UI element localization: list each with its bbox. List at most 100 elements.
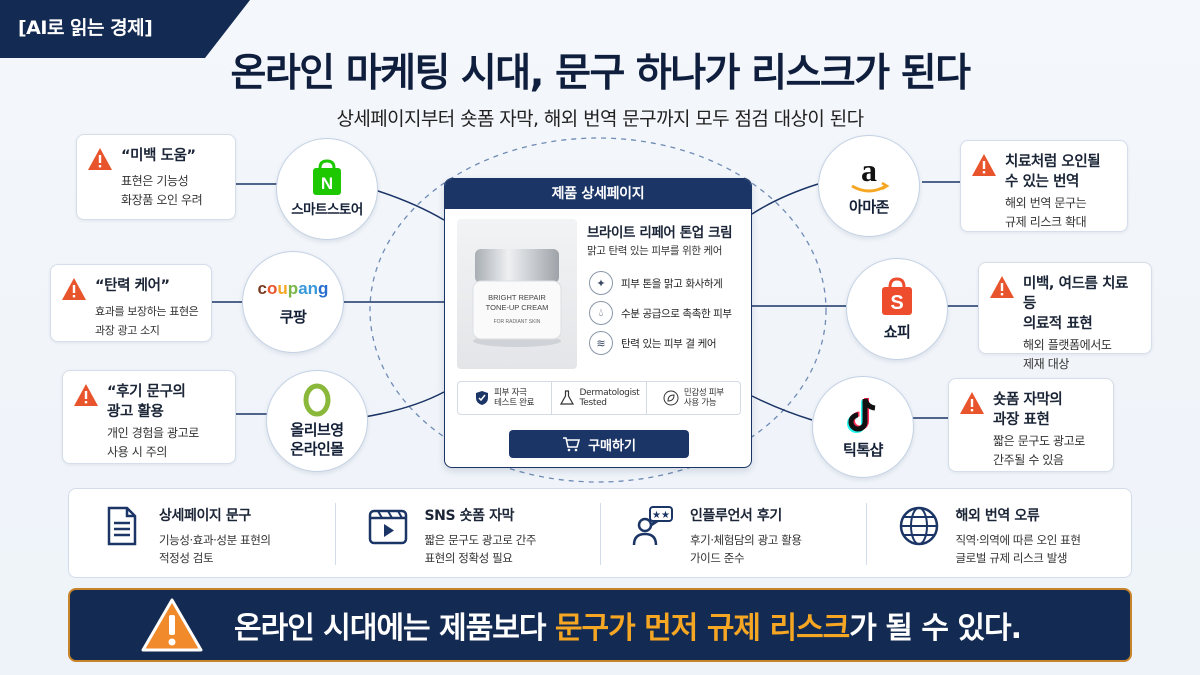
warning-title: 미백, 여드름 치료 등 의료적 표현: [1023, 276, 1128, 332]
leaf-icon: [663, 390, 679, 406]
jar-sublabel: FOR RADIANT SKIN: [493, 319, 541, 325]
category-row: 상세페이지 문구 기능성·효과·성분 표현의 적정성 검토 SNS 숏폼 자막 …: [68, 488, 1132, 578]
platform-tiktokshop[interactable]: 틱톡샵: [812, 376, 914, 478]
category-translation: 해외 번역 오류 직역·의역에 따른 오인 표현 글로벌 규제 리스크 발생: [865, 489, 1132, 577]
warning-title: “미백 도움”: [121, 148, 196, 164]
platform-smartstore[interactable]: N 스마트스토어: [276, 138, 378, 240]
warning-icon: [141, 598, 203, 652]
badge-text: 피부 자극 테스트 완료: [494, 388, 535, 408]
document-icon: [107, 506, 137, 546]
platform-coupang[interactable]: coupang 쿠팡: [242, 251, 344, 353]
buy-button[interactable]: 구매하기: [509, 430, 689, 458]
category-title: 상세페이지 문구: [159, 508, 251, 524]
feature-text: 탄력 있는 피부 결 케어: [621, 337, 717, 350]
category-detail-page: 상세페이지 문구 기능성·효과·성분 표현의 적정성 검토: [69, 489, 335, 577]
tiktok-logo: [847, 397, 876, 433]
panel-header: 제품 상세페이지: [445, 179, 751, 209]
conclusion-banner: 온라인 시대에는 제품보다 문구가 먼저 규제 리스크가 될 수 있다.: [68, 588, 1132, 662]
warning-icon: [74, 384, 98, 406]
badge-strip: 피부 자극 테스트 완료 Dermatologist Tested 민감성 피부…: [457, 381, 741, 415]
warning-body: 짧은 문구도 광고로 간주될 수 있음: [993, 434, 1085, 467]
category-title: 인플루언서 후기: [690, 508, 782, 524]
waves-icon: ≋: [589, 331, 613, 355]
warning-icon: [960, 392, 984, 414]
warning-title: 치료처럼 오인될 수 있는 번역: [1005, 154, 1101, 190]
page-title: 온라인 마케팅 시대, 문구 하나가 리스크가 된다: [230, 51, 971, 96]
svg-text:S: S: [890, 292, 903, 314]
oliveyoung-logo: [303, 383, 331, 417]
warning-card-elasticity: “탄력 케어” 효과를 보장하는 표현은 과장 광고 소지: [50, 264, 212, 342]
product-description: 맑고 탄력 있는 피부를 위한 케어: [587, 245, 723, 257]
feature-text: 피부 톤을 맑고 화사하게: [621, 277, 723, 290]
platform-amazon[interactable]: a 아마존: [818, 135, 920, 237]
warning-icon: [88, 148, 112, 170]
warning-body: 표현은 기능성 화장품 오인 우려: [121, 174, 203, 207]
warning-card-translation: 치료처럼 오인될 수 있는 번역 해외 번역 문구는 규제 리스크 확대: [960, 140, 1128, 232]
category-desc: 직역·의역에 따른 오인 표현 글로벌 규제 리스크 발생: [955, 533, 1081, 565]
feature-item: 💧︎ 수분 공급으로 촉촉한 피부: [589, 301, 732, 325]
warning-body: 해외 플랫폼에서도 제재 대상: [1023, 338, 1112, 371]
warning-card-whitening: “미백 도움” 표현은 기능성 화장품 오인 우려: [76, 134, 236, 220]
section-tag: [AI로 읽는 경제]: [0, 0, 250, 58]
flask-icon: [559, 390, 574, 405]
globe-icon: [899, 506, 938, 546]
svg-text:a: a: [861, 156, 877, 188]
feature-text: 수분 공급으로 촉촉한 피부: [621, 307, 732, 320]
category-title: 해외 번역 오류: [955, 508, 1040, 524]
platform-label: 아마존: [849, 197, 889, 216]
warning-title: 숏폼 자막의 과장 표현: [993, 392, 1063, 428]
cart-icon: [563, 437, 581, 452]
badge-item: 피부 자극 테스트 완료: [458, 382, 553, 414]
droplet-icon: 💧︎: [589, 301, 613, 325]
banner-text: 온라인 시대에는 제품보다 문구가 먼저 규제 리스크가 될 수 있다.: [234, 611, 1022, 646]
category-sns-shortform: SNS 숏폼 자막 짧은 문구도 광고로 간주 표현의 정확성 필요: [334, 489, 601, 577]
badge-text: 민감성 피부 사용 가능: [683, 388, 724, 408]
svg-text:N: N: [321, 174, 333, 193]
platform-shopee[interactable]: S 쇼피: [846, 258, 948, 360]
shopee-bag-icon: S: [882, 276, 912, 315]
badge-item: 민감성 피부 사용 가능: [647, 382, 740, 414]
svg-text:coupang: coupang: [258, 279, 329, 298]
category-influencer: ★★ 인플루언서 후기 후기·체험담의 광고 활용 가이드 준수: [600, 489, 866, 577]
warning-icon: [62, 278, 86, 300]
jar-label: BRIGHT REPAIR TONE-UP CREAM: [485, 293, 549, 312]
product-detail-panel: 제품 상세페이지 BRIGHT REPAIR TONE-UP CREAM FOR…: [444, 178, 752, 468]
platform-label: 올리브영 온라인몰: [290, 421, 344, 458]
product-image: BRIGHT REPAIR TONE-UP CREAM FOR RADIANT …: [457, 219, 577, 369]
category-desc: 후기·체험담의 광고 활용 가이드 준수: [690, 533, 802, 565]
warning-title: “후기 문구의 광고 활용: [107, 384, 186, 420]
warning-icon: [972, 154, 996, 176]
category-desc: 기능성·효과·성분 표현의 적정성 검토: [159, 533, 271, 565]
platform-label: 쇼피: [883, 322, 911, 341]
coupang-logo: coupang: [258, 279, 329, 298]
warning-card-review: “후기 문구의 광고 활용 개인 경험을 광고로 사용 시 주의: [62, 370, 236, 464]
amazon-logo: a: [851, 156, 890, 192]
platform-label: 틱톡샵: [843, 440, 883, 459]
badge-item: Dermatologist Tested: [552, 382, 647, 414]
category-desc: 짧은 문구도 광고로 간주 표현의 정확성 필요: [424, 533, 537, 565]
warning-body: 효과를 보장하는 표현은 과장 광고 소지: [95, 305, 199, 337]
video-icon: [368, 509, 407, 545]
platform-label: 쿠팡: [279, 307, 307, 326]
warning-body: 개인 경험을 광고로 사용 시 주의: [107, 426, 199, 459]
buy-label: 구매하기: [588, 438, 636, 454]
badge-text: Dermatologist Tested: [579, 388, 640, 408]
product-name: 브라이트 리페어 톤업 크림: [587, 225, 733, 241]
warning-icon: [990, 276, 1014, 298]
warning-card-medical: 미백, 여드름 치료 등 의료적 표현 해외 플랫폼에서도 제재 대상: [978, 262, 1152, 371]
warning-body: 해외 번역 문구는 규제 리스크 확대: [1005, 196, 1087, 229]
shield-check-icon: [476, 391, 489, 405]
platform-label: 스마트스토어: [291, 201, 363, 218]
page-subtitle: 상세페이지부터 숏폼 자막, 해외 번역 문구까지 모두 점검 대상이 된다: [336, 108, 864, 130]
naver-bag-icon: N: [313, 158, 341, 195]
warning-title: “탄력 케어”: [95, 278, 170, 294]
banner-highlight: 문구가 먼저 규제 리스크: [554, 611, 850, 646]
svg-text:★★: ★★: [652, 510, 670, 521]
influencer-icon: ★★: [632, 506, 673, 546]
feature-item: ✦ 피부 톤을 맑고 화사하게: [589, 271, 723, 295]
feature-item: ≋ 탄력 있는 피부 결 케어: [589, 331, 716, 355]
category-title: SNS 숏폼 자막: [424, 508, 515, 524]
platform-oliveyoung[interactable]: 올리브영 온라인몰: [266, 370, 368, 472]
sparkle-icon: ✦: [589, 271, 613, 295]
